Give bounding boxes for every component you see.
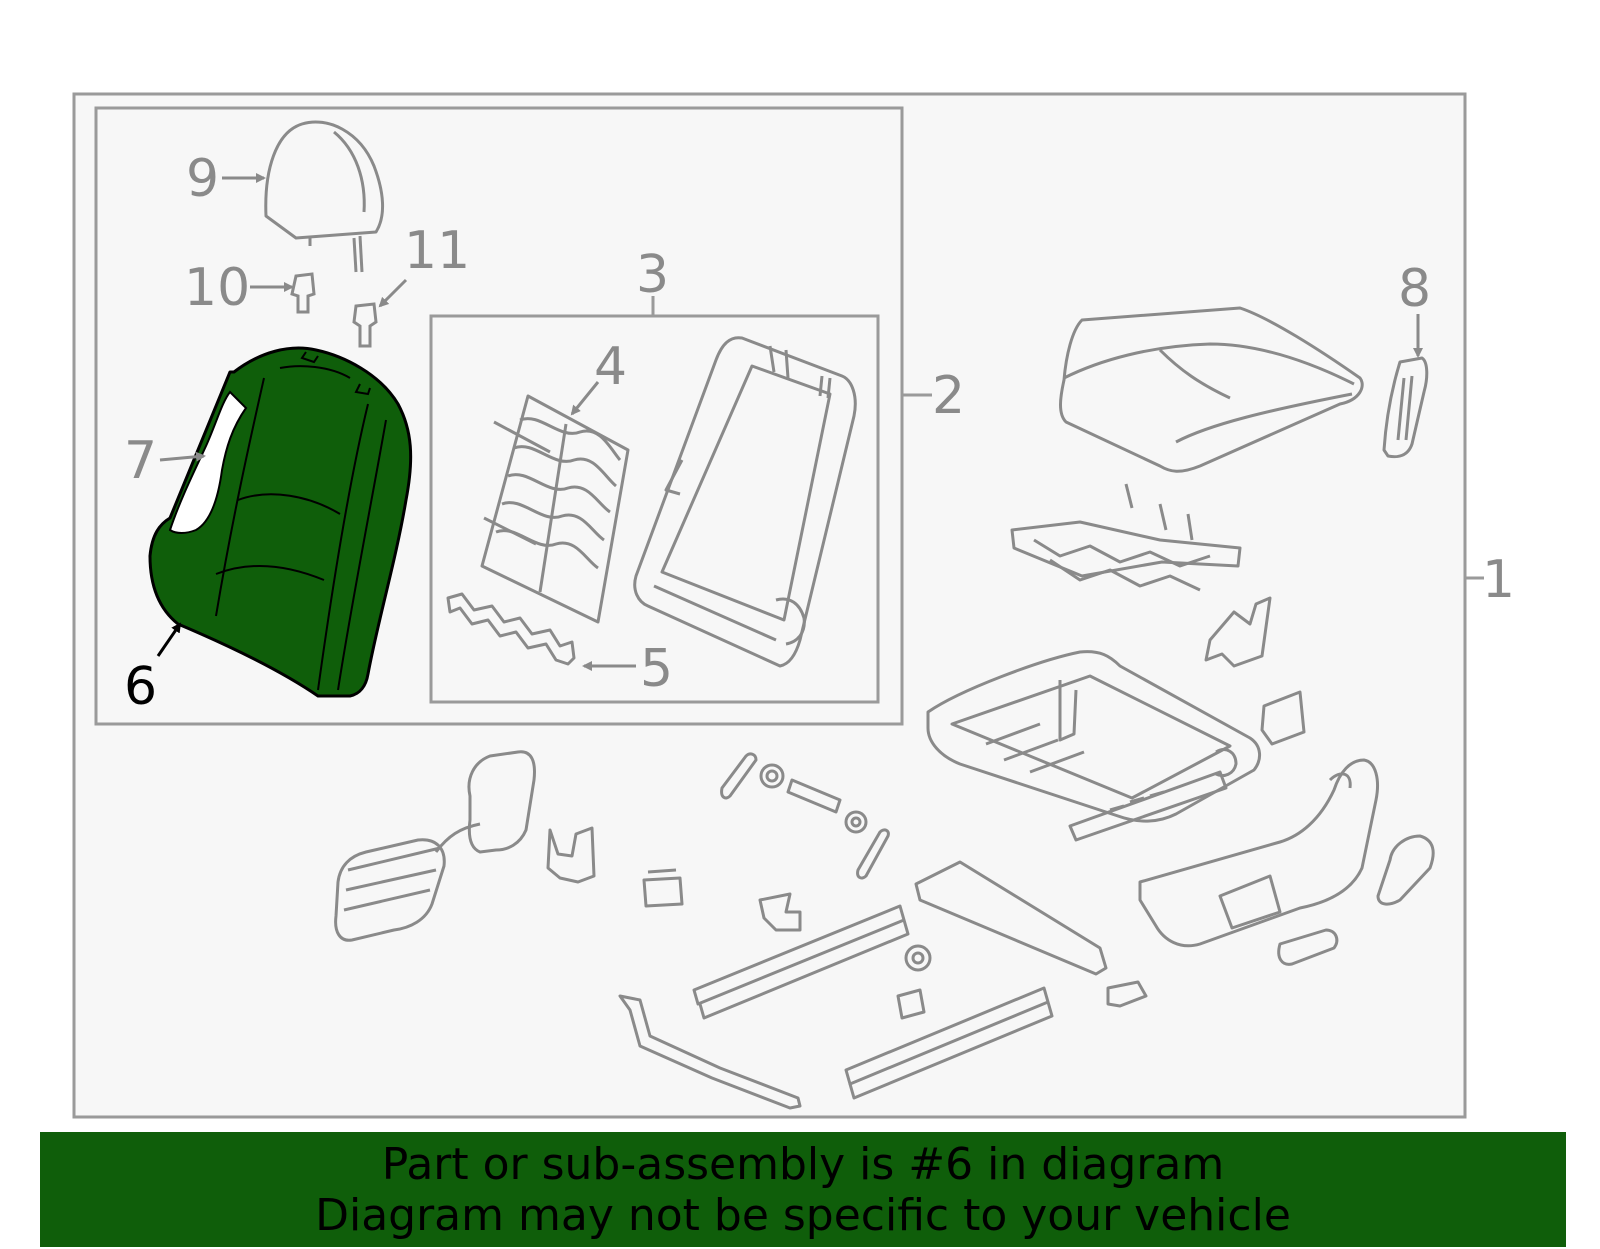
seat-back-cover-highlight <box>148 346 413 698</box>
hardware-parts <box>642 752 1148 1020</box>
headrest-guide-part <box>290 272 316 314</box>
recliner-part <box>334 750 596 942</box>
seat-back-frame-part <box>633 336 857 668</box>
assembly-box-2 <box>94 106 904 726</box>
seat-cushion-part <box>1059 306 1364 473</box>
callout-10: 10 <box>184 258 250 318</box>
cushion-spring-part <box>1010 483 1242 592</box>
side-shield-part <box>1138 758 1435 966</box>
caption-line-2: Diagram may not be specific to your vehi… <box>315 1189 1291 1241</box>
leader-arrows <box>156 173 1423 671</box>
lumbar-wire-part <box>446 592 576 666</box>
parts-diagram: 1 2 3 4 5 6 7 8 9 10 11 <box>72 92 1515 1119</box>
lumbar-support-part <box>480 394 630 624</box>
callout-1: 1 <box>1482 550 1515 610</box>
caption-banner: Part or sub-assembly is #6 in diagram Di… <box>40 1132 1566 1247</box>
caption-line-1: Part or sub-assembly is #6 in diagram <box>381 1138 1225 1190</box>
callout-6: 6 <box>124 657 157 717</box>
callout-3: 3 <box>636 245 669 305</box>
seat-cushion-frame-part <box>926 650 1261 842</box>
callout-5: 5 <box>640 639 673 699</box>
cushion-bracket-part <box>1204 596 1306 746</box>
callout-8: 8 <box>1398 259 1431 319</box>
headrest-part <box>264 120 385 273</box>
callout-11: 11 <box>404 221 470 281</box>
callout-9: 9 <box>186 149 219 209</box>
seat-track-part <box>618 860 1108 1110</box>
cushion-side-cover-part <box>1382 356 1429 459</box>
callout-4: 4 <box>594 337 627 397</box>
callout-2: 2 <box>932 366 965 426</box>
callout-7: 7 <box>124 431 157 491</box>
headrest-guide-lock-part <box>352 302 378 348</box>
